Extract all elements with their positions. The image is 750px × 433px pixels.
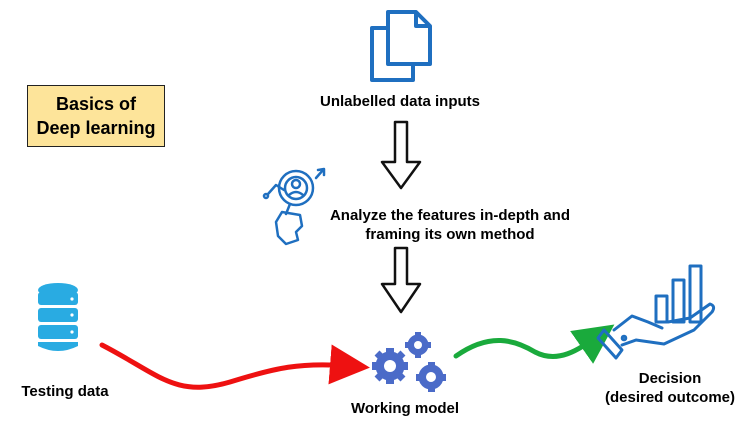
title-line-2: Deep learning [36,118,156,138]
title-line-1: Basics of [55,94,137,114]
analyze-label-line-2: framing its own method [365,226,535,243]
decision-label-line-2: (desired outcome) [604,389,736,406]
down-arrow-1 [380,120,422,190]
testing-label: Testing data [21,383,109,400]
gears-icon [372,332,446,392]
magnifier-hand-icon [262,167,326,246]
down-arrow-2 [380,246,422,314]
documents-icon [370,10,432,82]
decision-label-line-1: Decision [638,370,702,387]
analyze-label-line-1: Analyze the features in-depth and [329,207,571,224]
red-curved-arrow [99,342,370,390]
database-icon [38,283,78,351]
title-box: Basics of Deep learning [27,85,165,147]
input-label: Unlabelled data inputs [319,93,481,110]
green-curved-arrow [453,324,615,364]
hand-chart-icon [596,264,716,360]
model-label: Working model [350,400,460,417]
